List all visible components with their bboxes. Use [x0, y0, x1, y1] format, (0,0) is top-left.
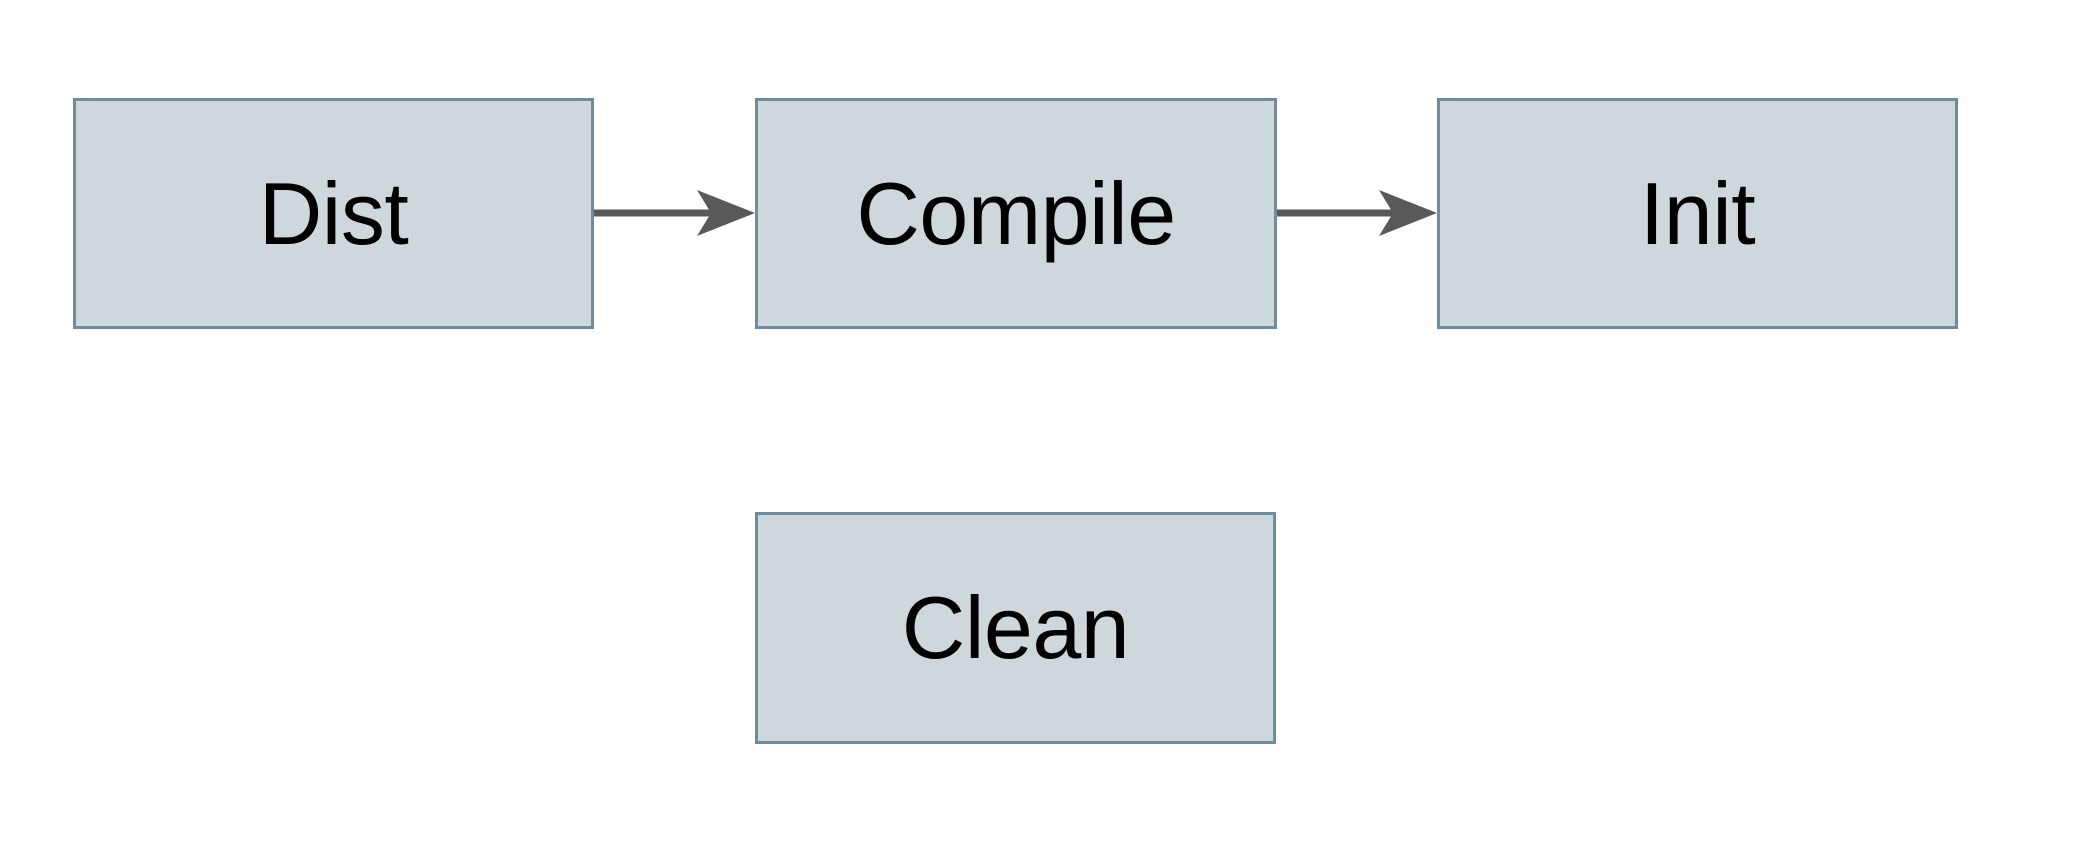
node-clean-label: Clean — [901, 578, 1130, 677]
arrow-dist-to-compile-icon — [594, 190, 755, 236]
arrow-compile-to-init-icon — [1277, 190, 1437, 236]
node-compile-label: Compile — [856, 163, 1176, 263]
edge-compile-to-init[interactable] — [1277, 183, 1437, 243]
node-init[interactable]: Init — [1437, 98, 1958, 329]
node-dist-label: Dist — [258, 163, 409, 263]
node-dist[interactable]: Dist — [73, 98, 594, 329]
edge-dist-to-compile[interactable] — [594, 183, 755, 243]
node-compile[interactable]: Compile — [755, 98, 1277, 329]
node-init-label: Init — [1639, 163, 1756, 263]
node-clean[interactable]: Clean — [755, 512, 1276, 744]
